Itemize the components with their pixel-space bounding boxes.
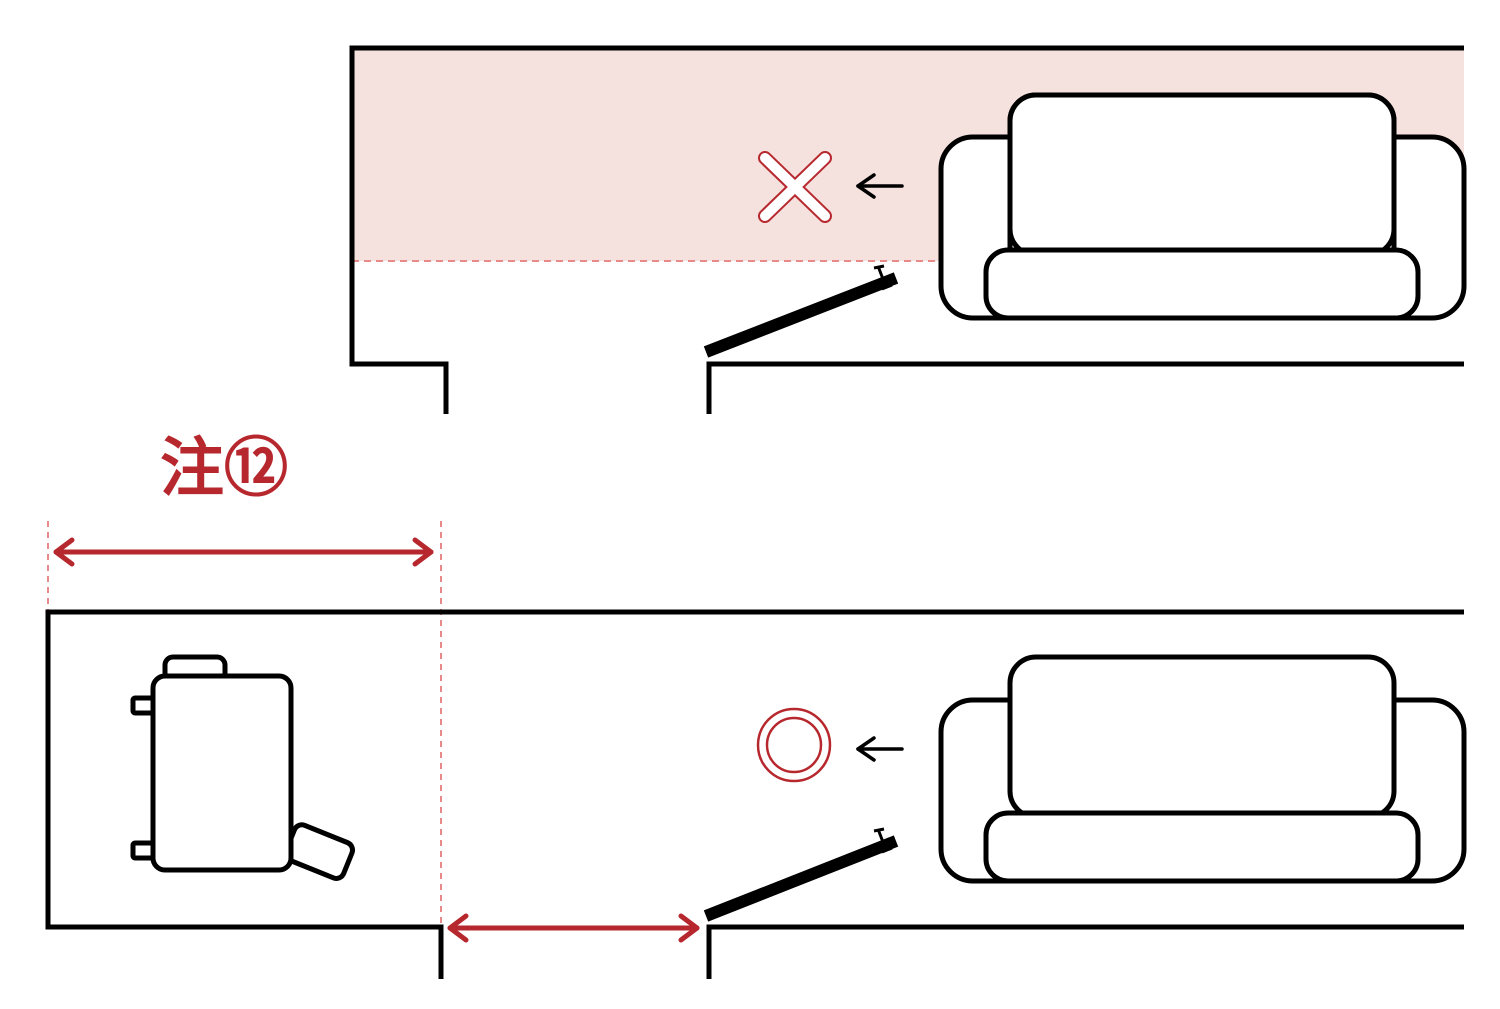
obstacle-depth-dimension: [47, 521, 442, 925]
suitcase-icon: [130, 654, 356, 881]
sofa-icon: [938, 654, 1467, 884]
room-wall-bottom: [45, 609, 1464, 979]
door-leaf-icon: [703, 264, 899, 358]
arrowhead-left: [53, 537, 75, 567]
sofa-icon: [938, 92, 1467, 321]
double-circle-icon: [756, 707, 832, 783]
arrow-left-icon: [856, 736, 904, 762]
note-label: 注⑫: [160, 432, 288, 506]
scenario-top: [349, 45, 1467, 414]
door-leaf-icon: [703, 827, 899, 922]
room-wall-right-segment: [706, 361, 1464, 414]
room-wall-top: [349, 45, 1464, 414]
passage-width-dimension: [447, 913, 700, 943]
cross-icon-inner: [760, 153, 830, 221]
room-wall-right-segment: [706, 924, 1464, 979]
arrowhead-right: [412, 537, 434, 567]
scenario-bottom: [45, 609, 1467, 979]
arrow-left-icon: [856, 173, 904, 199]
